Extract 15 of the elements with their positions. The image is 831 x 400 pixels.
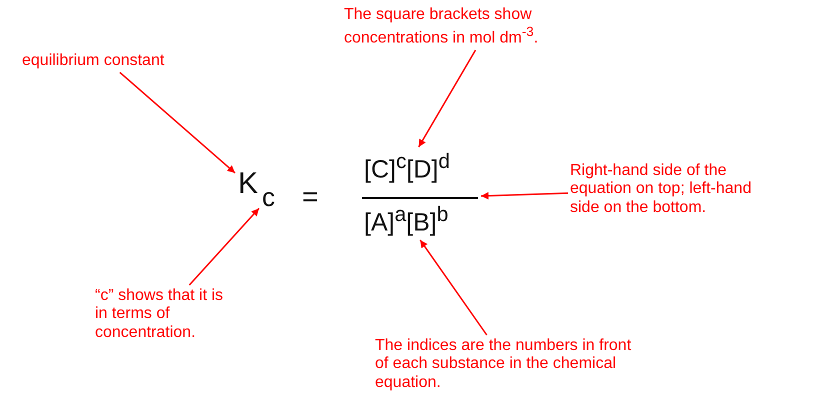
callout-text: The indices are the numbers in front of each substance in the chemical equation. xyxy=(375,337,640,392)
subscript-symbol: c xyxy=(262,183,275,213)
callout-text: Right-hand side of the equation on top; left-hand side on the bottom. xyxy=(570,162,785,218)
callout-text: “c” shows that it is in terms of concentration. xyxy=(95,287,230,342)
arrow xyxy=(420,240,488,336)
arrow xyxy=(188,208,260,286)
constant-symbol: K xyxy=(238,167,258,202)
arrow xyxy=(418,50,476,148)
arrow xyxy=(480,192,568,200)
denominator-expression: [A]$^{a}$[B]$^{b}$ xyxy=(364,203,448,238)
equals-sign: = xyxy=(302,181,318,214)
numerator-expression: [C]$^{c}$[D]$^{d}$ xyxy=(364,150,450,184)
callout-text: equilibrium constant xyxy=(22,52,192,70)
arrow xyxy=(119,72,236,174)
callout-text: The square brackets show concentrations in mol dm$^{-3}$. xyxy=(344,6,634,48)
